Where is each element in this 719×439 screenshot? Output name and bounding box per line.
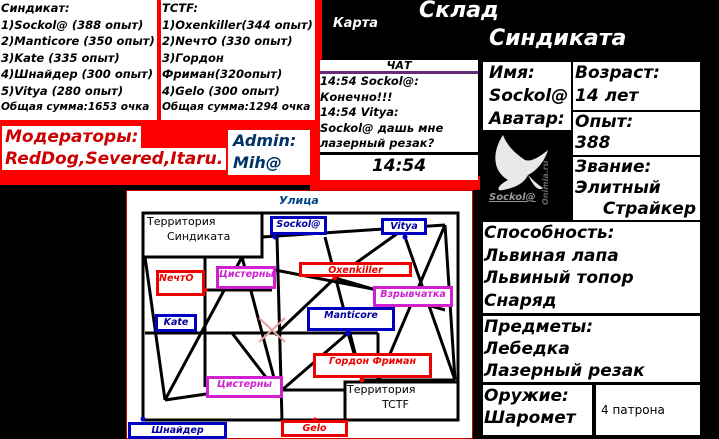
roster-title: TCTF: (162, 1, 198, 15)
chat-message: 14:54 Sockol@: (320, 74, 419, 88)
weapon-label: Оружие: (484, 386, 569, 406)
map-marker-gordon[interactable]: Гордон Фриман (313, 353, 432, 378)
profile-rank: Звание: Элитный Страйкер (573, 157, 700, 220)
map-marker-manticore[interactable]: Manticore (307, 307, 395, 331)
syndicate-roster: Синдикат: 1)Sockol@ (388 опыт) 2)Mantico… (0, 0, 157, 120)
exp-value: 388 (575, 133, 611, 153)
roster-item: 1)Oxenkiller(344 опыт) (162, 17, 313, 32)
moderators: Модераторы: RedDog,Severed,Itaru. (2, 126, 227, 170)
map-marker-oxenkiller[interactable]: Oxenkiller (299, 262, 412, 277)
territory-tctf: Территория TCTF (347, 382, 416, 412)
chat-panel: ЧАТ 14:54 Sockol@: Конечно!!! 14:54 Vity… (320, 60, 478, 180)
chat-message: Sockol@ дашь мне (320, 120, 444, 135)
chat-message: 14:54 Vitya: (320, 105, 399, 119)
moderators-label: Модераторы: (2, 126, 142, 148)
map-marker-vitya[interactable]: Vitya (381, 218, 427, 235)
eagle-icon (495, 135, 548, 191)
age-value: 14 лет (575, 86, 639, 106)
avatar-label: Аватар: (489, 109, 565, 129)
roster-item: 2)Manticore (350 опыт) (1, 34, 155, 48)
roster-item: Фриман(320опыт) (162, 67, 283, 81)
roster-item: 4)Шнайдер (300 опыт) (1, 67, 153, 81)
territory-label: Территория (347, 383, 416, 396)
roster-item: 3)Kate (335 опыт) (1, 50, 120, 65)
roster-total: Общая сумма:1294 очка (162, 101, 311, 113)
name-value: Sockol@ (489, 86, 569, 106)
territory-label: Синдиката (167, 230, 231, 243)
roster-item: 5)Vitya (280 опыт) (1, 83, 124, 98)
items-label: Предметы: (484, 317, 594, 337)
admin-name: Mih@ (233, 153, 282, 172)
name-label: Имя: (489, 63, 535, 83)
chat-message: Конечно!!! (320, 89, 393, 104)
map-marker-gelo[interactable]: Gelo (281, 420, 348, 437)
roster-item: 2)NечтO (330 опыт) (162, 34, 293, 48)
roster-total: Общая сумма:1653 очка (1, 101, 150, 113)
roster-item: 4)Gelo (300 опыт) (162, 83, 280, 98)
weapon-value: Шаромет (484, 408, 576, 428)
roster-item: 1)Sockol@ (388 опыт) (1, 17, 144, 32)
moderators-names: RedDog,Severed,Itaru. (2, 148, 227, 170)
ability-item: Львиная лапа (484, 245, 619, 266)
profile-experience: Опыт: 388 (573, 112, 700, 155)
roster-item: 3)Гордон (162, 50, 224, 65)
profile-weapon: Оружие: Шаромет (483, 385, 592, 435)
map-title: Улица (279, 194, 319, 207)
tctf-roster: TCTF: 1)Oxenkiller(344 опыт) 2)NечтO (33… (161, 0, 315, 120)
current-position-marker (258, 317, 286, 343)
map-marker-nechto[interactable]: NечтO (156, 270, 205, 296)
avatar: Sockol@ Onimia.ru (483, 130, 571, 215)
map-marker-explosives[interactable]: Взрывчатка (373, 286, 453, 307)
item-entry: Лазерный резак (484, 361, 645, 381)
ability-item: Львиный топор (484, 268, 634, 288)
map-marker-tanks-1[interactable]: Цистерны (216, 266, 276, 289)
map-marker-sockol[interactable]: Sockol@ (270, 216, 327, 235)
profile-abilities: Способность: Львиная лапа Львиный топор … (483, 222, 700, 313)
rank-label: Звание: (575, 157, 652, 177)
admin-label: Admin: (233, 131, 297, 150)
rank-value: Страйкер (602, 199, 696, 219)
territory-label: Территория (147, 215, 216, 228)
avatar-caption: Sockol@ (489, 192, 536, 203)
map-link[interactable]: Карта (333, 16, 379, 31)
abilities-label: Способность: (484, 223, 615, 243)
avatar-watermark: Onimia.ru (541, 160, 550, 205)
item-entry: Лебедка (484, 339, 570, 359)
profile-age: Возраст: 14 лет (573, 62, 700, 110)
age-label: Возраст: (575, 63, 660, 83)
territory-label: TCTF (382, 398, 409, 411)
profile-items: Предметы: Лебедка Лазерный резак (483, 316, 700, 382)
chat-clock: 14:54 (371, 155, 427, 176)
roster-title: Синдикат: (1, 1, 70, 15)
chat-title: ЧАТ (320, 60, 478, 74)
admin-box: Admin: Mih@ (228, 130, 310, 175)
territory-syndicate: Территория Синдиката (147, 214, 230, 244)
ability-item: Снаряд (484, 290, 557, 311)
weapon-ammo: 4 патрона (596, 385, 700, 435)
map-marker-tanks-2[interactable]: Цистерны (206, 376, 283, 398)
map-marker-schneider[interactable]: Шнайдер (128, 422, 227, 439)
page-title-line1: Склад (419, 0, 499, 23)
rank-value: Элитный (575, 178, 661, 198)
page-title-line2: Синдиката (489, 26, 627, 51)
map-marker-kate[interactable]: Kate (155, 314, 197, 332)
chat-message: лазерный резак? (320, 136, 478, 155)
profile-name: Имя: Sockol@ Аватар: (483, 62, 571, 130)
exp-label: Опыт: (575, 112, 634, 132)
